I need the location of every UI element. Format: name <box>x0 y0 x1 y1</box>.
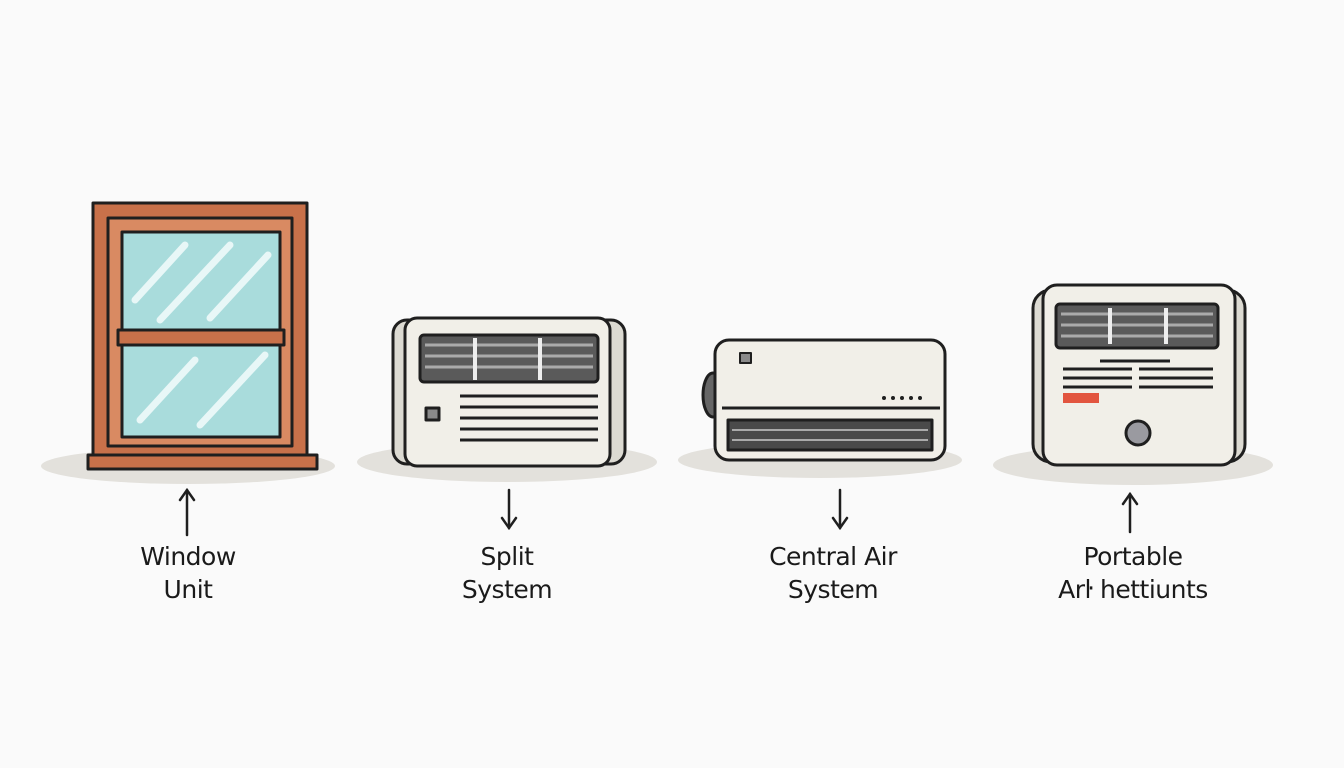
window-unit-illustration <box>86 201 319 471</box>
arrow-up-icon <box>1121 491 1139 534</box>
label-line: Arŀ hettiunts <box>1058 575 1208 604</box>
label-line: System <box>461 575 553 604</box>
label-line: Split <box>480 542 534 571</box>
split-system-illustration <box>391 316 627 468</box>
label-window-unit: Window Unit <box>68 540 308 606</box>
label-line: System <box>787 575 879 604</box>
label-line: Unit <box>163 575 213 604</box>
label-line: Portable <box>1083 542 1183 571</box>
arrow-down-icon <box>500 488 518 531</box>
label-central-air: Central Air System <box>713 540 953 606</box>
central-air-illustration <box>701 338 947 462</box>
arrow-down-icon <box>831 488 849 531</box>
portable-ac-illustration <box>1031 283 1247 467</box>
label-line: Window <box>140 542 236 571</box>
label-line: Central Air <box>769 542 897 571</box>
arrow-up-icon <box>178 487 196 537</box>
label-split-system: Split System <box>387 540 627 606</box>
label-portable: Portable Arŀ hettiunts <box>1013 540 1253 606</box>
